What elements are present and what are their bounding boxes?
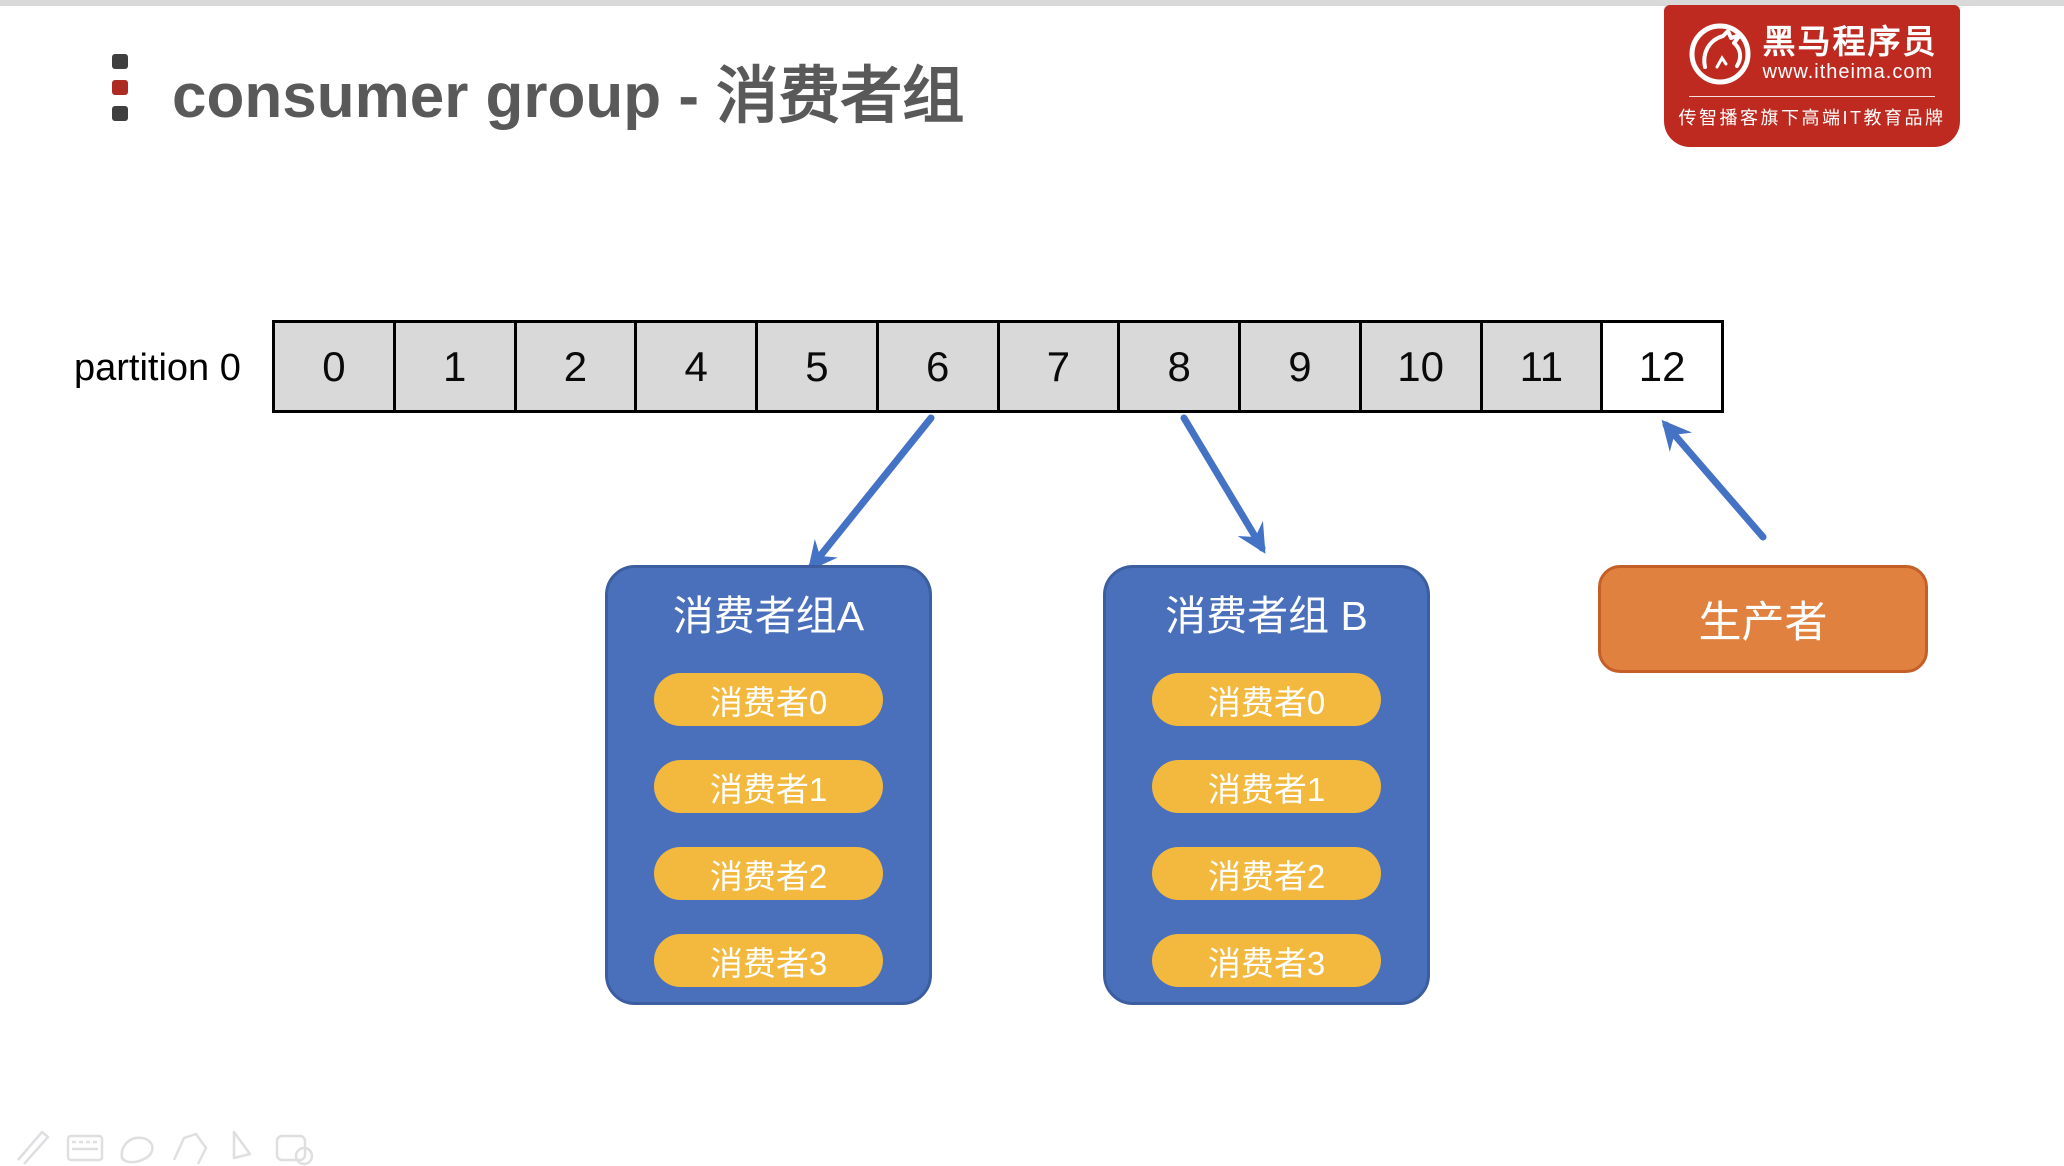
consumer-group-a-box: 消费者组A 消费者0 消费者1 消费者2 消费者3 [605, 565, 932, 1005]
partition-cell: 10 [1361, 323, 1483, 410]
brand-url: www.itheima.com [1762, 61, 1934, 83]
consumer-pill: 消费者0 [654, 673, 883, 726]
partition-cell: 7 [999, 323, 1121, 410]
partition-cell: 4 [637, 323, 758, 410]
producer-box: 生产者 [1598, 565, 1928, 673]
keyboard-icon[interactable] [64, 1124, 106, 1166]
partition-table: 0 1 2 4 5 6 7 8 9 10 11 12 [272, 320, 1724, 413]
logo-divider [1689, 96, 1935, 97]
arrow-cell8-to-groupB [1180, 414, 1266, 554]
partition-cell-next-offset: 12 [1603, 323, 1721, 410]
consumer-pill: 消费者0 [1152, 673, 1381, 726]
annotation-toolbar [12, 1124, 314, 1166]
shapes-icon[interactable] [272, 1124, 314, 1166]
consumer-pill: 消费者1 [654, 760, 883, 813]
partition-cell: 8 [1120, 323, 1241, 410]
brand-name: 黑马程序员 [1762, 23, 1938, 60]
arrow-cell6-to-groupA [807, 414, 935, 572]
horse-logo-icon [1689, 23, 1750, 85]
partition-cell: 11 [1482, 323, 1604, 410]
top-divider-line [0, 0, 2064, 6]
partition-cell: 6 [878, 323, 1000, 410]
consumer-pill: 消费者2 [654, 847, 883, 900]
consumer-group-b-box: 消费者组 B 消费者0 消费者1 消费者2 消费者3 [1103, 565, 1430, 1005]
partition-cell: 0 [275, 323, 396, 410]
partition-cell: 1 [395, 323, 517, 410]
group-b-title: 消费者组 B [1165, 593, 1368, 639]
pointer-icon[interactable] [220, 1124, 262, 1166]
page-title: consumer group - 消费者组 [172, 62, 965, 131]
consumer-pill: 消费者1 [1152, 760, 1381, 813]
arrow-producer-to-cell12 [1661, 419, 1767, 541]
polygon-icon[interactable] [168, 1124, 210, 1166]
lasso-icon[interactable] [116, 1124, 158, 1166]
partition-cell: 2 [516, 323, 638, 410]
partition-label: partition 0 [74, 346, 241, 389]
group-a-title: 消费者组A [672, 593, 865, 639]
partition-cell: 5 [758, 323, 879, 410]
brand-tagline: 传智播客旗下高端IT教育品牌 [1678, 108, 1946, 128]
partition-cell: 9 [1241, 323, 1362, 410]
consumer-pill: 消费者2 [1152, 847, 1381, 900]
consumer-pill: 消费者3 [1152, 934, 1381, 987]
brand-logo: 黑马程序员 www.itheima.com 传智播客旗下高端IT教育品牌 [1664, 5, 1960, 147]
pen-icon[interactable] [12, 1124, 54, 1166]
consumer-pill: 消费者3 [654, 934, 883, 987]
title-bullet-icon [112, 54, 128, 121]
